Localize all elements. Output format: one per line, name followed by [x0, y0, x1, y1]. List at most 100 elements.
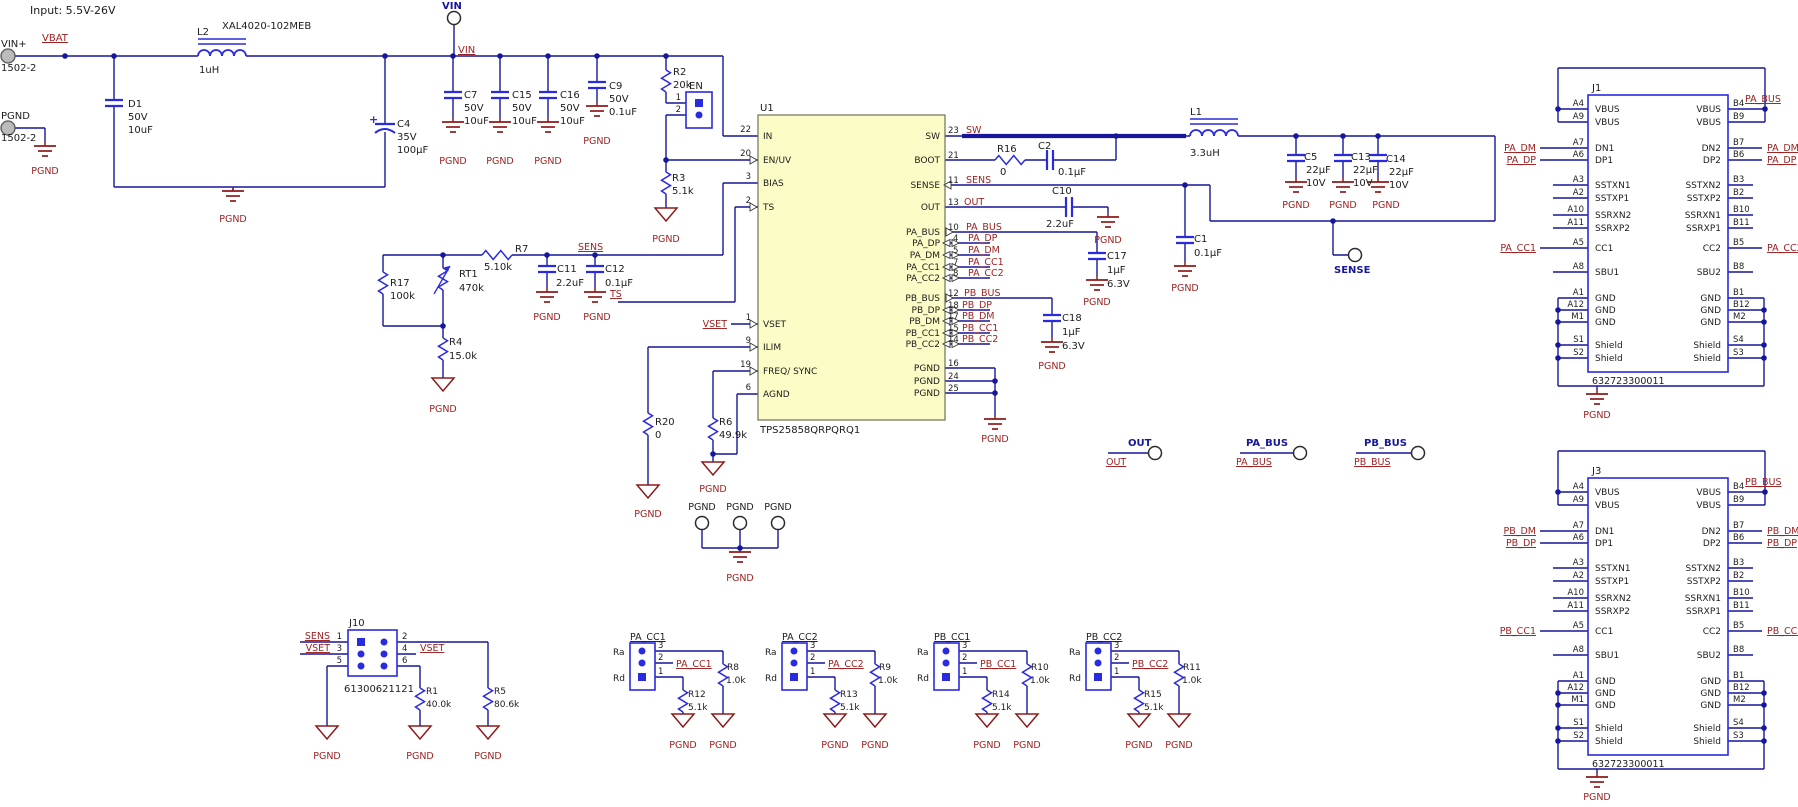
- j1-pn-a11: A11: [1567, 218, 1584, 228]
- j3-pn-a1: A1: [1573, 671, 1584, 681]
- j1-ln-a12: GND: [1595, 306, 1616, 316]
- j3-ln-s1: Shield: [1595, 724, 1623, 734]
- j1-net-pacc1-l: PA_CC1: [1500, 243, 1536, 254]
- j1-rn-b10: SSRXN1: [1685, 211, 1721, 221]
- j3-pn-a3: A3: [1573, 558, 1584, 568]
- net-pbbus: PB_BUS: [964, 288, 1001, 299]
- u1-n22: 22: [740, 125, 751, 135]
- r14-value: 5.1k: [992, 703, 1012, 713]
- j3-net-pbdp-l: PB_DP: [1506, 538, 1536, 549]
- pabus-net: PA_BUS: [1236, 457, 1272, 468]
- u1-n2: 2: [746, 196, 751, 206]
- vin-tp-label: VIN: [442, 1, 462, 12]
- j1-pn-a7: A7: [1573, 138, 1584, 148]
- r9-ref: R9: [879, 663, 891, 673]
- u1-n4: 4: [953, 234, 958, 244]
- u1-pbbus: PB_BUS: [905, 294, 940, 304]
- j3-rn-b4: VBUS: [1696, 488, 1721, 498]
- j10-n4: 4: [402, 644, 407, 654]
- net-pbcc2: PB_CC2: [962, 334, 998, 345]
- pbbus-tp-label: PB_BUS: [1364, 438, 1407, 449]
- d1-voltage: 50V: [128, 112, 148, 123]
- j1-pn-b9: B9: [1733, 112, 1744, 122]
- j10-vset2-net: VSET: [420, 643, 445, 654]
- j1-ln-s1: Shield: [1595, 341, 1623, 351]
- r1-ref: R1: [426, 687, 438, 697]
- pa-cc2-jumper[interactable]: [781, 642, 808, 691]
- c11-value: 2.2uF: [556, 278, 584, 289]
- j3-pn-b10: B10: [1733, 588, 1750, 598]
- j1-ln-a2: SSTXP1: [1595, 194, 1629, 204]
- u1-ilim: ILIM: [763, 343, 781, 353]
- j10-gnd3: PGND: [474, 751, 502, 762]
- test-point[interactable]: [446, 10, 1426, 531]
- pa-cc1-jumper[interactable]: [629, 642, 656, 691]
- j3-pn-s3: S3: [1733, 731, 1744, 741]
- u1-n10: 10: [948, 223, 959, 233]
- j3-ln-a5: CC1: [1595, 627, 1613, 637]
- pacc2-n2: 2: [810, 653, 815, 663]
- pbcc1-n1: 1: [962, 667, 967, 677]
- l2-ref: L2: [197, 27, 209, 38]
- left-control-wires: [382, 56, 779, 549]
- j3-usbc-connector[interactable]: [1587, 477, 1729, 756]
- sens-net: SENS: [578, 242, 603, 253]
- j1-net-pacc2-r: PA_CC2: [1767, 243, 1798, 254]
- u1-ic-body[interactable]: [757, 114, 946, 421]
- j3-pn-a11: A11: [1567, 601, 1584, 611]
- pb-cc1-jumper[interactable]: [933, 642, 960, 691]
- j10-header[interactable]: [347, 629, 398, 677]
- j3-ln-a2: SSTXP1: [1595, 577, 1629, 587]
- j3-net-pbdm-r: PB_DM: [1767, 526, 1798, 537]
- pbcc2-n3: 3: [1114, 641, 1119, 651]
- u1-out: OUT: [921, 203, 941, 213]
- j1-rn-b2: SSTXP2: [1687, 194, 1721, 204]
- j3-wires: [1540, 450, 1766, 773]
- c9-voltage: 50V: [609, 94, 629, 105]
- u1-pbcc1: PB_CC1: [906, 329, 940, 339]
- j3-pn-a6: A6: [1573, 533, 1584, 543]
- c5-ref: C5: [1304, 152, 1317, 163]
- l2-part: XAL4020-102MEB: [222, 21, 311, 32]
- c16-ref: C16: [560, 90, 580, 101]
- r5-value: 80.6k: [494, 700, 520, 710]
- c10-gnd: PGND: [1094, 235, 1122, 246]
- c2-ref: C2: [1038, 141, 1051, 152]
- d1-gnd-net: PGND: [219, 214, 247, 225]
- j1-ln-a5: CC1: [1595, 244, 1613, 254]
- j3-pn-b8: B8: [1733, 645, 1744, 655]
- j1-rn-b7: DN2: [1702, 144, 1721, 154]
- c18-voltage: 6.3V: [1062, 341, 1085, 352]
- tp-pgnd2-label: PGND: [726, 502, 754, 513]
- j10-gnd1: PGND: [313, 751, 341, 762]
- c5-voltage: 10V: [1306, 178, 1326, 189]
- j3-pn-a9: A9: [1573, 495, 1584, 505]
- c4-value: 100µF: [397, 145, 428, 156]
- j1-rn-b11: SSRXP1: [1686, 224, 1721, 234]
- j3-part: 632723300011: [1592, 759, 1665, 770]
- j1-pn-b8: B8: [1733, 262, 1744, 272]
- r2-value: 20k: [673, 80, 692, 91]
- pb-cc2-jumper[interactable]: [1085, 642, 1112, 691]
- j3-rn-b12: GND: [1700, 689, 1721, 699]
- j1-rn-b3: SSTXN2: [1685, 181, 1721, 191]
- r11-ref: R11: [1183, 663, 1201, 673]
- j3-pn-b7: B7: [1733, 521, 1744, 531]
- j10-part: 61300621121: [344, 684, 414, 695]
- c5-value: 22µF: [1306, 165, 1331, 176]
- j1-usbc-connector[interactable]: [1587, 94, 1729, 373]
- u1-n13: 13: [948, 198, 959, 208]
- c1-ref: C1: [1194, 234, 1207, 245]
- u1-n23: 23: [948, 126, 959, 136]
- en-header[interactable]: [685, 91, 713, 129]
- u1-n3: 3: [746, 172, 751, 182]
- net-pacc1: PA_CC1: [968, 257, 1004, 268]
- j3-pn-b6: B6: [1733, 533, 1744, 543]
- input-terminal[interactable]: [0, 48, 16, 136]
- j1-ln-a1: GND: [1595, 294, 1616, 304]
- net-sens: SENS: [966, 175, 991, 186]
- r12-ref: R12: [688, 690, 706, 700]
- vin-plus-name: VIN+: [1, 39, 27, 50]
- net-pbdp: PB_DP: [962, 300, 992, 311]
- j1-rn-b4: VBUS: [1696, 105, 1721, 115]
